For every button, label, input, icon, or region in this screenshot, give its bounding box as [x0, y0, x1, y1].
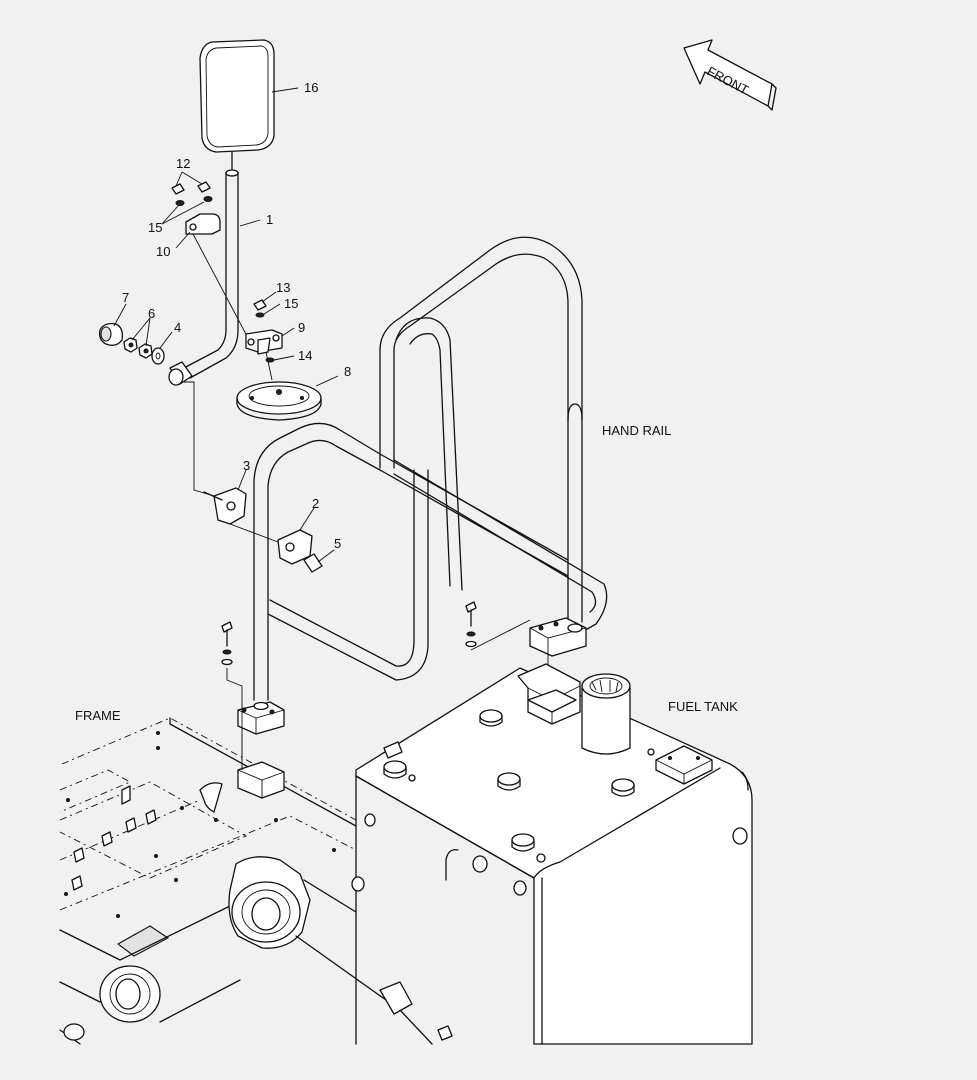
tank-pad [479, 709, 503, 727]
fuel-tank-label: FUEL TANK [668, 699, 738, 714]
frame-label: FRAME [75, 708, 121, 723]
clamp-3 [203, 487, 279, 543]
tank-pad [511, 833, 535, 852]
tank-pad [497, 772, 521, 791]
tank-pad [383, 760, 407, 779]
filler-neck [581, 673, 631, 755]
stay-bushing [168, 361, 215, 497]
knob-7 [98, 322, 124, 346]
callout-3: 3 [243, 458, 250, 473]
hand-rail [237, 236, 608, 735]
callout-15: 15 [284, 296, 298, 311]
mirror-head [199, 39, 275, 171]
leader-lines [113, 87, 339, 563]
tank-rail-bracket [517, 663, 581, 725]
bracket-10 [171, 181, 249, 339]
base-plate-9 [245, 299, 283, 381]
callout-2: 2 [312, 496, 319, 511]
front-arrow-icon: FRONT [683, 39, 777, 111]
fuel-tank [351, 663, 753, 1045]
frame-boss [228, 856, 311, 949]
callout-15: 15 [148, 220, 162, 235]
callout-13: 13 [276, 280, 290, 295]
nut-6 [123, 337, 153, 359]
washer-4 [151, 347, 165, 365]
rail-bolts-rear [465, 601, 549, 690]
tank-pad [611, 778, 635, 797]
callout-1: 1 [266, 212, 273, 227]
callout-14: 14 [298, 348, 312, 363]
callout-9: 9 [298, 320, 305, 335]
callout-8: 8 [344, 364, 351, 379]
frame [59, 717, 453, 1045]
callout-16: 16 [304, 80, 318, 95]
mirror-base-8 [236, 381, 322, 421]
frame-boss [99, 965, 161, 1023]
callout-12: 12 [176, 156, 190, 171]
callout-7: 7 [122, 290, 129, 305]
callout-5: 5 [334, 536, 341, 551]
callout-4: 4 [174, 320, 181, 335]
sender-plate [655, 745, 713, 785]
callout-10: 10 [156, 244, 170, 259]
frame-rail-pad [237, 734, 285, 799]
clamp-2 [277, 529, 323, 573]
mirror-stay [179, 169, 239, 379]
hand-rail-label: HAND RAIL [602, 423, 671, 438]
callout-6: 6 [148, 306, 155, 321]
rail-bolts-front [221, 621, 243, 760]
